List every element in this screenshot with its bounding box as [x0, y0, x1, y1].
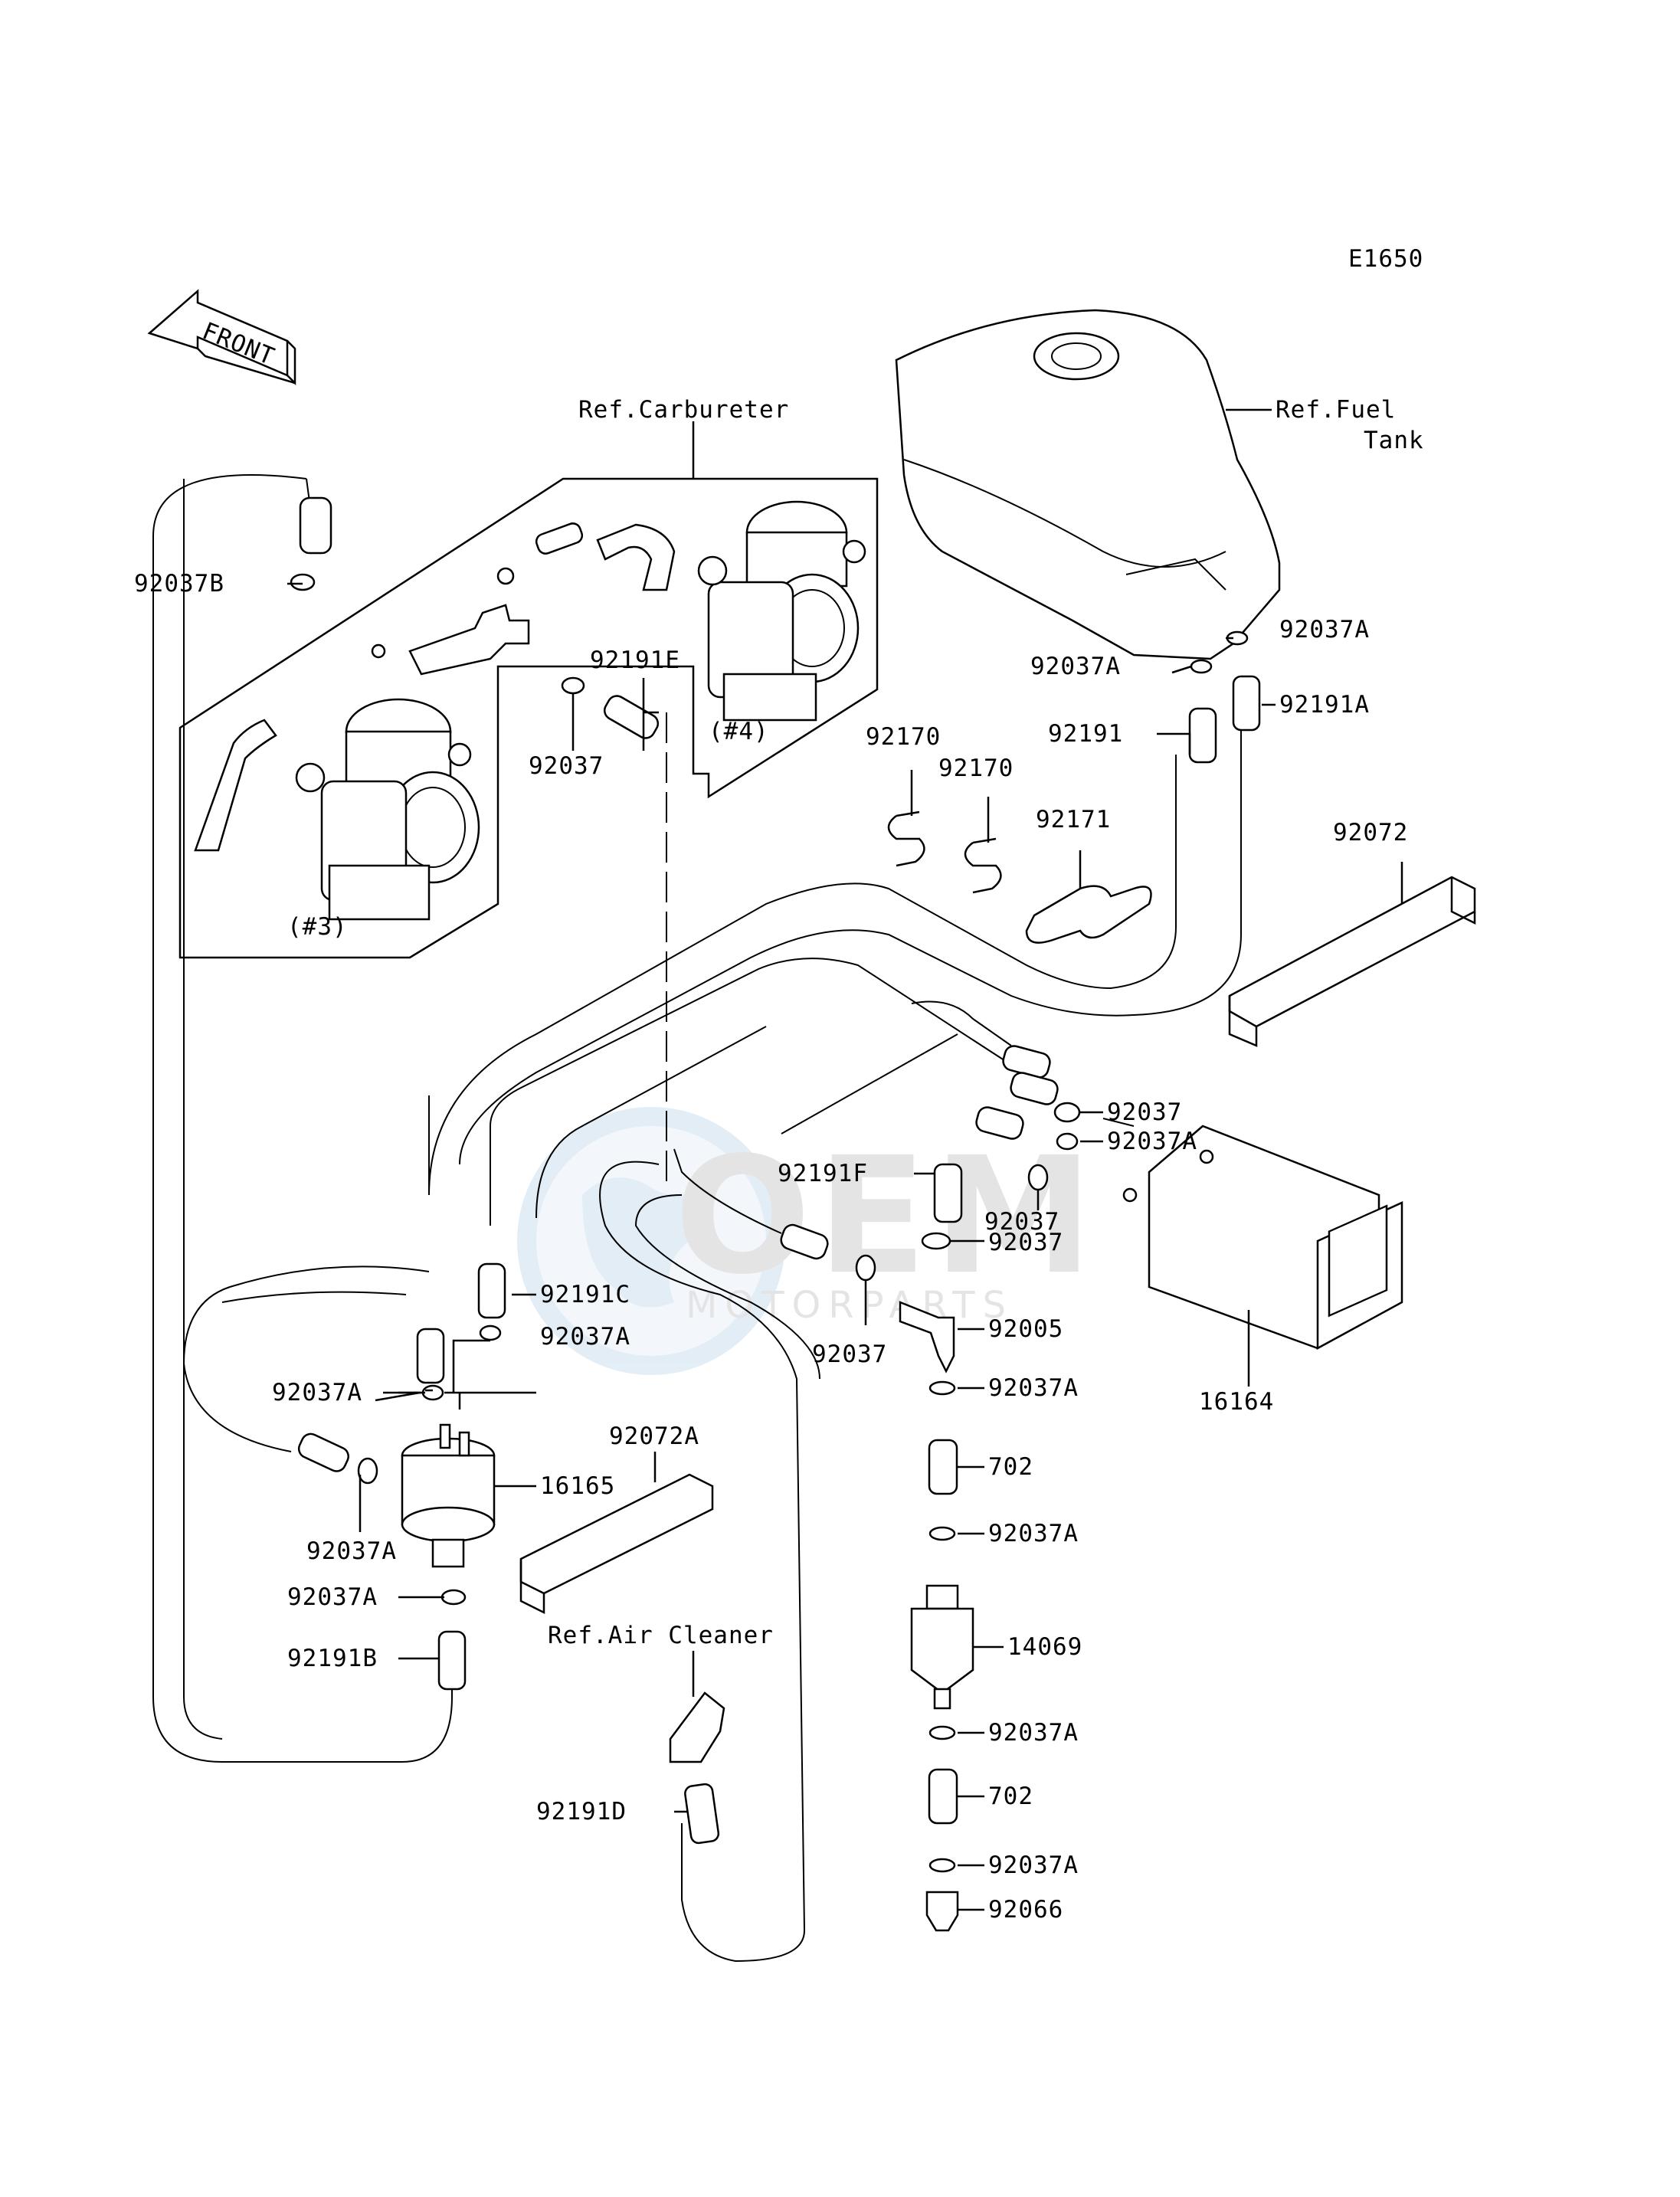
carbureter-group: Ref.Carbureter (#4) (#3) — [178, 396, 879, 959]
part-label: 92037 — [1107, 1098, 1182, 1126]
clip-92170-icon — [887, 810, 1002, 894]
part-label: 92037A — [540, 1323, 630, 1351]
part-label: 92037A — [988, 1719, 1079, 1747]
part-label: 92037A — [988, 1520, 1079, 1547]
part-label: 16164 — [1199, 1388, 1274, 1416]
hose-routing — [152, 474, 1242, 1963]
hose-92191e — [603, 695, 660, 739]
diagram-id: E1650 — [1348, 245, 1423, 273]
part-label: 92037A — [306, 1537, 397, 1565]
t-joint-92005-icon — [899, 1301, 955, 1374]
part-label: 92170 — [938, 755, 1014, 782]
part-label: 92170 — [866, 723, 941, 751]
part-label: 14069 — [1007, 1633, 1082, 1661]
part-label: 92072A — [609, 1423, 699, 1450]
watermark-brand: OEM — [674, 1122, 1099, 1310]
ref-fuel-label: Ref.Fuel — [1276, 396, 1396, 424]
hose-92191d — [684, 1783, 720, 1845]
holder-92171-icon — [1025, 885, 1152, 944]
filter-14069-icon — [910, 1584, 974, 1710]
fuel-tank-icon: Ref.Fuel Tank — [895, 309, 1424, 660]
hose-92191 — [1188, 707, 1217, 764]
part-label: 702 — [988, 1453, 1033, 1481]
carb4-label: (#4) — [709, 718, 769, 745]
part-label: 92037A — [988, 1374, 1079, 1402]
part-labels: 92037B 92191E 92037 92037A 92037A 92191 … — [134, 570, 1408, 1924]
carburetor-3-icon — [295, 698, 480, 921]
part-label: 16165 — [540, 1472, 615, 1500]
part-label: 92066 — [988, 1896, 1063, 1924]
part-label: 92171 — [1036, 806, 1111, 833]
part-label: 92037 — [529, 752, 604, 780]
part-label: 92191F — [778, 1160, 868, 1187]
watermark-globe — [517, 1107, 785, 1375]
hose-702 — [928, 1768, 958, 1825]
part-label: 92191B — [287, 1645, 378, 1672]
bracket-92072-icon — [1228, 876, 1476, 1047]
ref-carbureter-label: Ref.Carbureter — [578, 396, 789, 424]
air-cleaner-elbow-icon — [669, 1691, 725, 1763]
hose-92191a — [1232, 675, 1261, 732]
hose-pieces — [297, 496, 1261, 1845]
part-label: 92037A — [1107, 1128, 1197, 1155]
bracket-92072a-icon — [519, 1473, 714, 1615]
watermark-sub: MOTORPARTS — [686, 1284, 1014, 1327]
hose-702 — [928, 1439, 958, 1495]
hose-92191c — [477, 1262, 506, 1319]
watermark: OEM MOTORPARTS — [517, 1107, 1099, 1375]
part-label: 92037A — [1030, 653, 1121, 680]
valve-92066-icon — [925, 1891, 959, 1932]
part-label: 92037A — [287, 1583, 378, 1611]
leader-lines — [287, 582, 1403, 1911]
fuel-filter-16165-icon — [401, 1423, 496, 1568]
part-label: 92191A — [1279, 691, 1370, 719]
hose-piece — [975, 1106, 1024, 1140]
part-label: 92191C — [540, 1281, 630, 1308]
hose-piece — [299, 496, 332, 555]
canister-16164-icon — [1122, 1125, 1403, 1351]
part-label: 92005 — [988, 1315, 1063, 1343]
part-label: 92191D — [536, 1798, 627, 1825]
part-label: 92037A — [1279, 616, 1370, 643]
part-label: 92037 — [812, 1341, 887, 1368]
part-label: 92037A — [988, 1852, 1079, 1879]
part-label: 92037 — [988, 1229, 1063, 1256]
hose-piece — [1010, 1072, 1059, 1105]
part-label: 92037 — [984, 1208, 1059, 1236]
part-label: 702 — [988, 1783, 1033, 1810]
hose-piece — [297, 1432, 349, 1472]
front-label: FRONT — [198, 317, 279, 371]
front-arrow-icon: FRONT — [147, 289, 296, 386]
ref-tank-label: Tank — [1364, 427, 1424, 454]
part-label: 92037B — [134, 570, 224, 598]
part-label: 92191 — [1048, 720, 1123, 748]
ref-air-cleaner-label: Ref.Air Cleaner — [548, 1622, 774, 1649]
hose-92191b — [437, 1630, 467, 1691]
part-label: 92072 — [1333, 819, 1408, 846]
part-label: 92191E — [590, 647, 680, 674]
hose-piece — [416, 1328, 445, 1384]
carburetor-4-icon — [697, 500, 866, 722]
hose-92191f — [933, 1163, 963, 1223]
hose-piece — [780, 1223, 829, 1260]
part-label: 92037A — [272, 1379, 362, 1406]
carb3-label: (#3) — [287, 913, 348, 941]
